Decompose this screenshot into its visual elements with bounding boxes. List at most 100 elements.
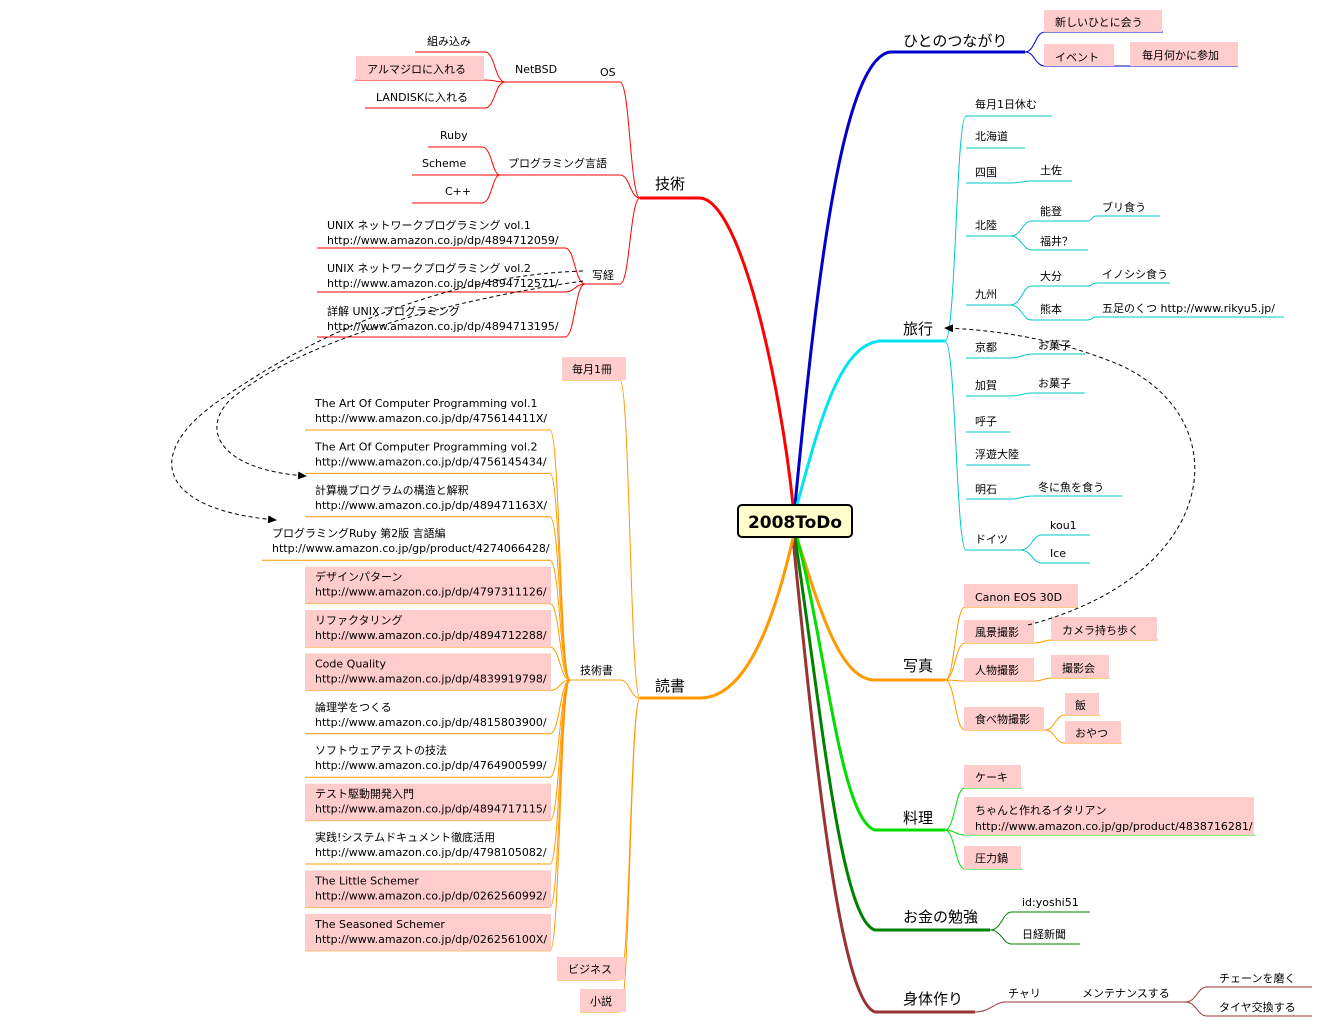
node-scheme[interactable]: Scheme (422, 157, 466, 170)
node-kumamoto[interactable]: 熊本 (1040, 302, 1062, 316)
book-node[interactable]: リファクタリングhttp://www.amazon.co.jp/dp/48947… (305, 610, 551, 647)
book-node[interactable]: The Seasoned Schemer http://www.amazon.co… (305, 913, 551, 951)
money-label[interactable]: お金の勉強 (903, 908, 978, 926)
node-buri[interactable]: ブリ食う (1102, 200, 1146, 214)
node-kaga-sweets[interactable]: お菓子 (1038, 377, 1071, 390)
node-bike[interactable]: チャリ (1008, 987, 1041, 1000)
node-shakyo[interactable]: 写経 (592, 269, 614, 282)
book-node[interactable]: The Little Schemerhttp://www.amazon.co.j… (305, 870, 551, 908)
node-food[interactable]: 食べ物撮影 (975, 712, 1030, 726)
node-hokkaido[interactable]: 北海道 (975, 129, 1008, 143)
node-landscape[interactable]: 風景撮影 (975, 625, 1019, 639)
node-camera[interactable]: Canon EOS 30D (975, 591, 1062, 604)
branch-body (791, 537, 975, 1014)
node-ruby[interactable]: Ruby (440, 129, 468, 142)
root-node[interactable]: 2008ToDo (737, 504, 853, 538)
node-monthly-event[interactable]: 毎月何かに参加 (1142, 48, 1219, 62)
cook-label[interactable]: 料理 (903, 809, 933, 827)
node-cake[interactable]: ケーキ (975, 771, 1008, 784)
node-landisk[interactable]: LANDISKに入れる (376, 91, 468, 104)
book-node[interactable]: Code Qualityhttp://www.amazon.co.jp/dp/4… (305, 653, 551, 691)
book-node[interactable]: ソフトウェアテストの技法http://www.amazon.co.jp/dp/4… (315, 743, 547, 772)
node-kou1[interactable]: kou1 (1050, 519, 1077, 532)
node-unp1-url[interactable]: http://www.amazon.co.jp/dp/4894712059/ (327, 234, 559, 247)
body-label[interactable]: 身体作り (903, 990, 963, 1008)
node-kyoto[interactable]: 京都 (975, 340, 997, 354)
node-armadillo[interactable]: アルマジロに入れる (367, 63, 466, 76)
node-tosa[interactable]: 土佐 (1040, 163, 1062, 177)
node-noto[interactable]: 能登 (1040, 204, 1062, 218)
node-kaga[interactable]: 加賀 (975, 379, 997, 392)
node-novel[interactable]: 小説 (590, 994, 612, 1008)
root-label: 2008ToDo (748, 513, 842, 533)
node-cpp[interactable]: C++ (445, 185, 471, 198)
book-node[interactable]: The Art Of Computer Programming vol.1htt… (314, 397, 547, 425)
node-fukui[interactable]: 福井？ (1040, 234, 1073, 248)
hito-group: ひとのつながり 新しいひとに会う イベント 毎月何かに参加 (903, 10, 1238, 67)
node-kyoto-sweets[interactable]: お菓子 (1038, 339, 1071, 352)
book-url: http://www.amazon.co.jp/dp/4798105082/ (315, 846, 547, 859)
node-chain[interactable]: チェーンを磨く (1219, 972, 1295, 985)
book-node[interactable]: The Art Of Computer Programming vol.2htt… (314, 440, 547, 468)
node-prog-lang[interactable]: プログラミング言語 (508, 156, 607, 170)
book-node[interactable]: 計算機プログラムの構造と解釈 http://www.amazon.co.jp/dp… (315, 483, 547, 512)
node-event[interactable]: イベント (1055, 51, 1099, 64)
book-title: The Little Schemer (314, 874, 419, 887)
read-label[interactable]: 読書 (655, 677, 685, 695)
node-people[interactable]: 人物撮影 (975, 663, 1019, 677)
node-akashi[interactable]: 明石 (975, 483, 997, 496)
node-oita[interactable]: 大分 (1040, 269, 1062, 283)
travel-label[interactable]: 旅行 (903, 320, 933, 338)
node-ice[interactable]: Ice (1050, 547, 1066, 560)
node-hatena-id[interactable]: id:yoshi51 (1022, 896, 1079, 909)
node-snack[interactable]: おやつ (1075, 727, 1108, 740)
hito-label[interactable]: ひとのつながり (903, 32, 1007, 50)
node-italian[interactable]: ちゃんと作れるイタリアン (975, 804, 1107, 817)
node-hokuriku[interactable]: 北陸 (975, 219, 997, 232)
book-node[interactable]: デザインパターンhttp://www.amazon.co.jp/dp/47973… (305, 566, 551, 604)
node-os[interactable]: OS (600, 66, 616, 79)
book-title: 計算機プログラムの構造と解釈 (315, 483, 469, 497)
node-pot[interactable]: 圧力鍋 (975, 851, 1008, 865)
node-italian-url[interactable]: http://www.amazon.co.jp/gp/product/48387… (975, 820, 1253, 833)
book-node[interactable]: 実践!システムドキュメント徹底活用http://www.amazon.co.jp… (315, 830, 547, 859)
node-unix-url[interactable]: http://www.amazon.co.jp/dp/4894713195/ (327, 320, 559, 333)
node-walk[interactable]: カメラ持ち歩く (1062, 623, 1139, 637)
book-url: http://www.amazon.co.jp/dp/026256100X/ (315, 933, 547, 946)
book-url: http://www.amazon.co.jp/dp/475614411X/ (315, 412, 547, 425)
node-unp2-url[interactable]: http://www.amazon.co.jp/dp/4894712571/ (327, 277, 559, 290)
book-url: http://www.amazon.co.jp/dp/489471163X/ (315, 499, 547, 512)
book-node[interactable]: テスト駆動開発入門http://www.amazon.co.jp/dp/4894… (305, 783, 551, 821)
node-germany[interactable]: ドイツ (975, 533, 1008, 546)
node-business[interactable]: ビジネス (568, 963, 612, 976)
node-ukishima[interactable]: 浮遊大陸 (975, 447, 1019, 461)
body-group: 身体作り チャリ メンテナンスする チェーンを磨く タイヤ交換する (903, 972, 1312, 1017)
node-fish[interactable]: 冬に魚を食う (1038, 480, 1104, 494)
node-meal[interactable]: 飯 (1075, 698, 1086, 712)
node-nikkei[interactable]: 日経新聞 (1022, 927, 1066, 941)
book-url: http://www.amazon.co.jp/dp/4894712288/ (315, 629, 547, 642)
node-unix[interactable]: 詳解 UNIX プログラミング (327, 304, 460, 318)
node-gosoku[interactable]: 五足のくつ http://www.rikyu5.jp/ (1102, 302, 1275, 315)
node-meet[interactable]: 新しいひとに会う (1055, 15, 1143, 29)
tech-label[interactable]: 技術 (655, 175, 685, 193)
node-yobuko[interactable]: 呼子 (975, 415, 997, 428)
node-session[interactable]: 撮影会 (1062, 661, 1095, 675)
node-shikoku[interactable]: 四国 (975, 166, 997, 179)
node-monthly-book[interactable]: 毎月1冊 (572, 363, 612, 376)
node-maintenance[interactable]: メンテナンスする (1082, 987, 1170, 1000)
node-tire[interactable]: タイヤ交換する (1219, 1000, 1296, 1014)
book-title: The Art Of Computer Programming vol.2 (314, 440, 537, 453)
node-netbsd[interactable]: NetBSD (515, 63, 557, 76)
node-embedded[interactable]: 組み込み (427, 35, 471, 48)
node-unp1[interactable]: UNIX ネットワークプログラミング vol.1 (327, 218, 531, 232)
photo-label[interactable]: 写真 (903, 657, 933, 675)
book-node[interactable]: プログラミングRuby 第2版 言語編http://www.amazon.co.… (272, 526, 550, 555)
node-kyushu[interactable]: 九州 (975, 288, 997, 301)
node-tech-books[interactable]: 技術書 (580, 663, 613, 677)
node-unp2[interactable]: UNIX ネットワークプログラミング vol.2 (327, 261, 531, 275)
node-day-off[interactable]: 毎月1日休む (975, 98, 1037, 111)
node-inoshishi[interactable]: イノシシ食う (1102, 267, 1168, 281)
book-title: The Seasoned Schemer (314, 918, 445, 931)
book-node[interactable]: 論理学をつくるhttp://www.amazon.co.jp/dp/481580… (315, 700, 547, 729)
